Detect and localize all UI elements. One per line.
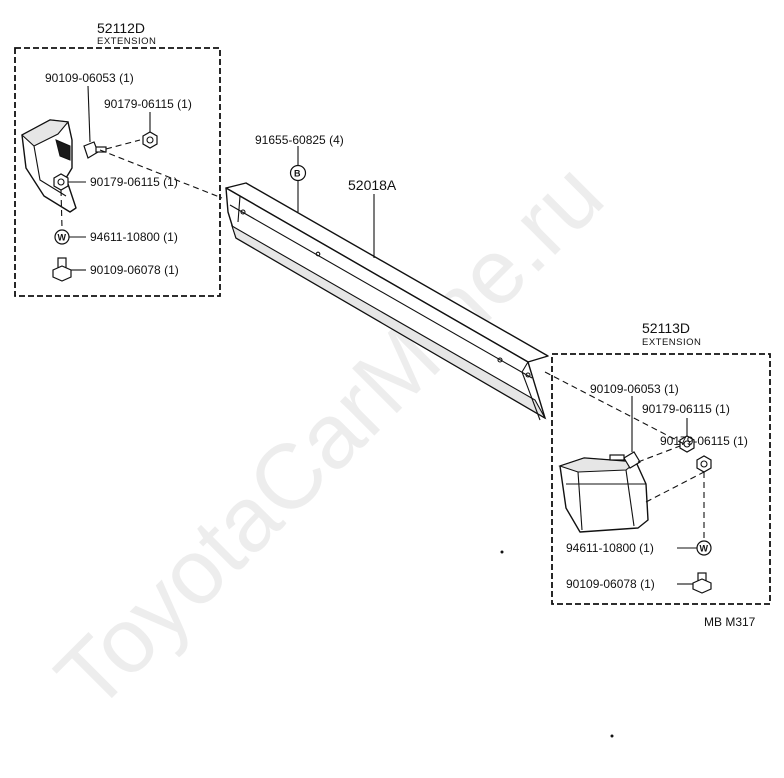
print-speck — [500, 550, 504, 554]
left-assembly-line-b — [60, 189, 63, 229]
left-part-label-3[interactable]: 90179-06115 (1) — [90, 175, 178, 189]
right-extension-piece[interactable] — [558, 457, 649, 533]
right-nut-90179-06115-b[interactable] — [696, 455, 712, 473]
left-part-label-4[interactable]: 94611-10800 (1) — [90, 230, 178, 244]
left-extension-frame — [14, 47, 221, 297]
main-bar-group: B 91655-60825 (4) 52018A — [225, 133, 549, 421]
main-bolt-label[interactable]: 91655-60825 (4) — [255, 133, 344, 147]
right-washer-94611-10800[interactable]: W — [696, 540, 712, 556]
right-extension-frame — [551, 353, 771, 605]
main-bar-52018a[interactable] — [225, 182, 549, 421]
right-part-label-2[interactable]: 90179-06115 (1) — [642, 402, 730, 416]
left-extension-group: 52112D EXTENSION W — [14, 20, 223, 297]
main-bar-bolt-symbol[interactable]: B — [289, 164, 307, 182]
right-bolt-90109-06053[interactable] — [609, 451, 641, 469]
left-assembly-line-c — [99, 149, 223, 199]
right-washer-symbol: W — [700, 544, 709, 554]
left-extension-piece[interactable] — [21, 119, 77, 213]
main-part-number[interactable]: 52018A — [348, 177, 397, 193]
right-part-label-5[interactable]: 90109-06078 (1) — [566, 577, 655, 591]
left-washer-94611-10800[interactable]: W — [54, 229, 70, 245]
left-part-label-2[interactable]: 90179-06115 (1) — [104, 97, 192, 111]
main-bar-bolt-symbol-text: B — [294, 169, 301, 179]
diagram-code: MB M317 — [704, 615, 756, 629]
left-assembly-line-a — [105, 139, 141, 150]
left-leader-bolt — [87, 85, 91, 143]
right-bolt-90109-06078[interactable] — [692, 572, 712, 594]
left-part-label-1[interactable]: 90109-06053 (1) — [45, 71, 134, 85]
left-nut-90179-06115-a[interactable] — [142, 131, 158, 149]
right-extension-number[interactable]: 52113D — [642, 320, 690, 336]
right-extension-group: 52113D EXTENSION W — [544, 320, 771, 605]
left-extension-number[interactable]: 52112D — [97, 20, 145, 36]
right-assembly-line-a — [544, 371, 685, 445]
left-nut-90179-06115-b[interactable] — [53, 173, 69, 191]
left-bolt-90109-06053[interactable] — [83, 141, 107, 159]
print-speck — [610, 734, 614, 738]
left-part-label-5[interactable]: 90109-06078 (1) — [90, 263, 179, 277]
left-washer-symbol: W — [58, 233, 67, 243]
left-extension-name: EXTENSION — [97, 36, 156, 47]
right-part-label-1[interactable]: 90109-06053 (1) — [590, 382, 679, 396]
right-part-label-3[interactable]: 90179-06115 (1) — [660, 434, 748, 448]
right-extension-name: EXTENSION — [642, 337, 701, 348]
left-bolt-90109-06078[interactable] — [52, 257, 72, 282]
right-assembly-line-c — [645, 471, 705, 503]
right-assembly-line-b — [637, 445, 681, 463]
right-part-label-4[interactable]: 94611-10800 (1) — [566, 541, 654, 555]
